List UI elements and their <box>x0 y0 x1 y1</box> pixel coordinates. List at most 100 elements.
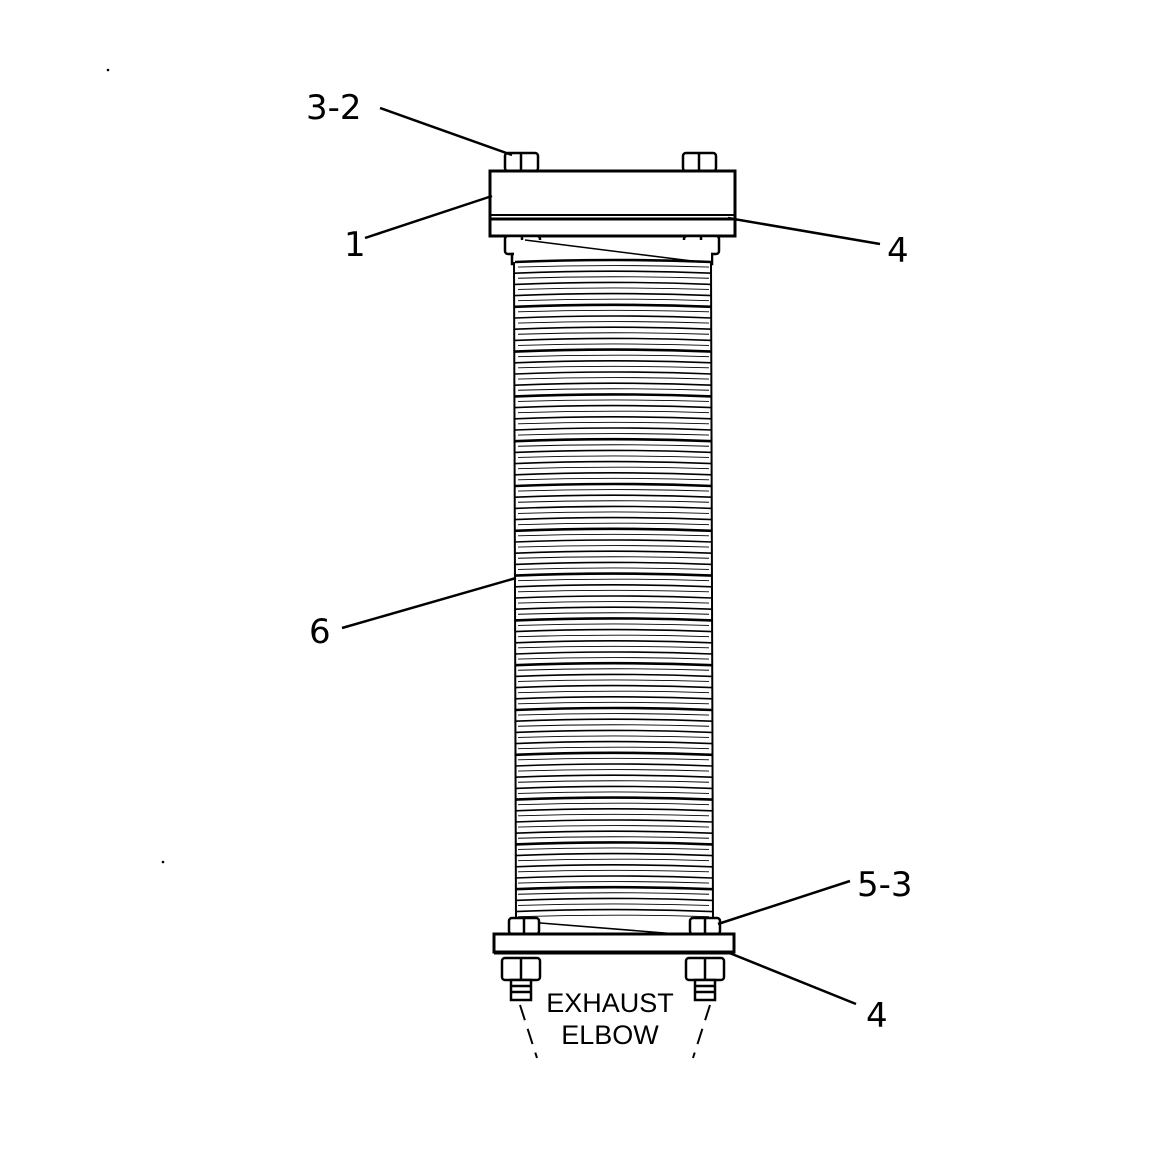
bellows <box>513 239 714 937</box>
bellows-corrugation-inner <box>517 545 710 548</box>
bellows-corrugation-inner <box>517 265 710 268</box>
leader-bottom-bolt <box>717 879 851 926</box>
callout-top-gasket: 4 <box>887 231 909 271</box>
bellows-corrugation-inner <box>517 623 710 626</box>
bellows-corrugation-inner <box>517 847 710 850</box>
bellows-end-sleeve-top <box>524 239 701 263</box>
bellows-corrugation <box>514 751 713 757</box>
callout-top-flange: 1 <box>344 225 366 265</box>
bellows-corrugation <box>514 796 713 801</box>
bottom-flange-assembly <box>492 916 736 1059</box>
bellows-corrugation <box>514 852 713 857</box>
bottom-left-upper-nut <box>507 916 541 936</box>
leader-top-flange <box>364 194 493 240</box>
bellows-corrugation-inner <box>517 713 710 716</box>
bellows-corrugation-inner <box>517 903 710 906</box>
top-left-bolt-head <box>503 151 540 173</box>
bellows-corrugation-inner <box>517 298 710 302</box>
bellows-corrugation <box>514 640 713 644</box>
bellows-corrugation <box>514 819 713 823</box>
bellows-corrugation-inner <box>517 365 710 369</box>
top-right-bolt-head <box>681 151 718 173</box>
bellows-corrugation-inner <box>517 567 710 570</box>
bellows-corrugation-inner <box>517 321 710 324</box>
bellows-corrugation <box>514 527 713 533</box>
bellows-corrugation-inner <box>517 410 710 414</box>
bellows-corrugation <box>514 864 713 868</box>
bellows-corrugation-inner <box>517 813 710 817</box>
bellows-corrugation <box>514 774 713 778</box>
bellows-corrugation-inner <box>517 533 710 537</box>
bellows-left-edge <box>513 261 517 926</box>
bellows-corrugation <box>514 595 713 599</box>
bellows-corrugation <box>514 885 713 891</box>
bellows-corrugation-inner <box>517 421 710 425</box>
bellows-corrugation-inner <box>517 892 710 895</box>
bellows-corrugation <box>514 416 713 420</box>
bellows-right-edge <box>710 261 714 926</box>
bellows-corrugation-inner <box>517 388 710 391</box>
bellows-corrugation-inner <box>517 343 710 346</box>
bellows-corrugation <box>514 830 713 834</box>
bellows-corrugation-inner <box>517 466 710 470</box>
bellows-corrugation <box>514 292 713 297</box>
bellows-corrugation <box>514 561 713 566</box>
bellows-corrugation-inner <box>517 612 710 615</box>
bellows-corrugation <box>514 505 713 510</box>
speck <box>161 860 165 864</box>
leader-lines <box>341 106 881 1006</box>
exhaust-elbow-label-line1: EXHAUST <box>546 988 674 1018</box>
leader-top-bolt <box>379 106 513 157</box>
bellows-corrugation <box>514 427 713 431</box>
bellows-corrugation-inner <box>517 657 710 660</box>
bellows-corrugation <box>514 897 713 902</box>
bellows-corrugation <box>514 360 713 364</box>
elbow-phantom-left <box>519 1004 538 1059</box>
bellows-corrugation <box>514 482 713 488</box>
bellows-corrugation-inner <box>517 287 710 290</box>
callout-bellows: 6 <box>309 612 331 652</box>
bellows-corrugation-inner <box>517 914 710 918</box>
bellows-corrugation <box>514 281 713 286</box>
bellows-corrugation <box>514 539 713 543</box>
bellows-corrugation <box>514 651 713 655</box>
bellows-corrugation <box>514 718 713 722</box>
bellows-corrugation <box>514 550 713 554</box>
bellows-corrugation <box>514 270 713 274</box>
bellows-corrugation <box>514 326 713 330</box>
bellows-corrugation <box>514 382 713 386</box>
bellows-corrugation <box>514 875 713 879</box>
bellows-corrugation-inner <box>517 399 710 402</box>
bellows-corrugation-inner <box>517 444 710 447</box>
bellows-corrugation-inner <box>517 780 710 783</box>
bellows-corrugation-inner <box>517 377 710 380</box>
bellows-corrugation <box>514 808 713 812</box>
bellows-corrugation-inner <box>517 489 710 492</box>
bellows-corrugation-inner <box>517 668 710 671</box>
bellows-corrugation <box>514 572 713 577</box>
bellows-corrugation-inner <box>517 724 710 727</box>
bellows-corrugation-inner <box>517 825 710 828</box>
bellows-corrugation-inner <box>517 746 710 750</box>
bellows-corrugation <box>514 437 713 443</box>
bellows-corrugation-inner <box>517 589 710 593</box>
bellows-corrugation <box>514 785 713 790</box>
bellows-corrugation-inner <box>517 858 710 862</box>
bellows-corrugation <box>514 606 713 610</box>
callout-bottom-bolt: 5-3 <box>857 865 913 905</box>
bellows-corrugation-inner <box>517 500 710 503</box>
bellows-corrugation-inner <box>517 735 710 738</box>
bellows-corrugation-inner <box>517 701 710 705</box>
bellows-corrugation <box>514 673 713 678</box>
bellows-corrugation-inner <box>517 634 710 638</box>
bellows-corrugation <box>514 841 713 846</box>
bellows-corrugation-inner <box>517 645 710 649</box>
bellows-corrugation <box>514 684 713 689</box>
bottom-right-lower-nut <box>684 956 726 1002</box>
bellows-corrugation <box>514 449 713 454</box>
leader-bellows <box>341 576 517 630</box>
bellows-corrugation-inner <box>517 836 710 839</box>
bellows-corrugation <box>514 404 713 409</box>
bellows-corrugation <box>514 584 713 588</box>
